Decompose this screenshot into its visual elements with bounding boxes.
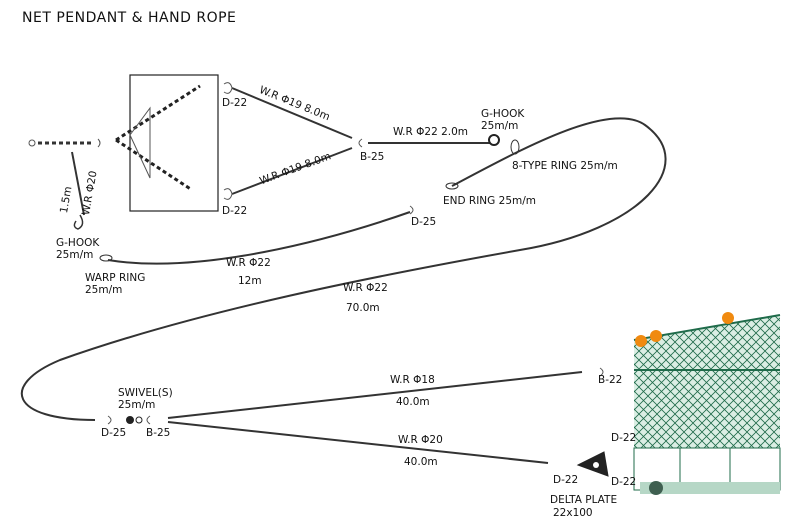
float-icon — [722, 312, 734, 324]
label-wr20-low: W.R Φ20 — [398, 434, 443, 446]
end-ring-icon — [445, 182, 459, 190]
d22-shackle-a-icon — [223, 82, 233, 94]
label-d25-mid: D-25 — [411, 216, 437, 228]
wr20-40m-rope — [167, 421, 549, 464]
label-b25-low: B-25 — [146, 427, 171, 439]
wr19-lower-rope — [231, 147, 353, 195]
g-hook-left-icon — [73, 214, 84, 230]
label-wr22-12-len: 12m — [238, 275, 262, 287]
wr22-12m-rope — [107, 211, 411, 265]
label-d25-low: D-25 — [101, 427, 127, 439]
label-delta-plate: DELTA PLATE — [550, 494, 618, 506]
g-hook-top-icon — [488, 134, 500, 146]
label-wr18-len: 40.0m — [396, 396, 430, 408]
b25-shackle-low-icon — [146, 415, 151, 425]
label-d22-plate: D-22 — [553, 474, 579, 486]
b25-shackle-top-icon — [358, 138, 363, 148]
left-chain — [28, 138, 101, 148]
label-d22-net1: D-22 — [611, 432, 637, 444]
net-graphic — [633, 314, 781, 495]
label-b22-net: B-22 — [598, 374, 623, 386]
label-wr22-70: W.R Φ22 — [343, 282, 388, 294]
d25-shackle-low-icon — [107, 415, 112, 425]
label-end-ring: END RING 25m/m — [443, 195, 536, 207]
d25-shackle-mid-icon — [409, 205, 414, 215]
label-swivel: SWIVEL(S) — [118, 387, 173, 399]
label-ghook-left: G-HOOK — [56, 237, 100, 249]
label-swivel-size: 25m/m — [118, 399, 156, 411]
wr18-40m-rope — [167, 371, 583, 419]
label-delta-plate-size: 22x100 — [553, 507, 593, 519]
wr19-upper-rope — [231, 87, 353, 139]
warp-ring-icon — [99, 254, 113, 262]
swivel-icon — [126, 416, 143, 424]
label-wr22-short: W.R Φ22 2.0m — [393, 126, 469, 138]
label-warp-ring-size: 25m/m — [85, 284, 123, 296]
label-b25-top: B-25 — [360, 151, 385, 163]
chain-box — [129, 74, 219, 212]
wr22-70m-rope — [20, 117, 667, 421]
b22-shackle-net-icon — [599, 367, 604, 377]
label-wr18: W.R Φ18 — [390, 374, 435, 386]
page-title: NET PENDANT & HAND ROPE — [22, 10, 237, 26]
float-icon — [635, 335, 647, 347]
label-wr20-low-len: 40.0m — [404, 456, 438, 468]
label-d22-net2: D-22 — [611, 476, 637, 488]
label-eight-ring: 8-TYPE RING 25m/m — [512, 160, 618, 172]
chain-lower — [115, 138, 193, 192]
label-d22-a: D-22 — [222, 97, 248, 109]
label-ghook-top-size: 25m/m — [481, 120, 519, 132]
label-d22-b: D-22 — [222, 205, 248, 217]
chain-lens — [129, 106, 151, 179]
wr20-short-rope — [71, 151, 85, 216]
delta-plate-icon — [576, 451, 609, 477]
label-ghook-top: G-HOOK — [481, 108, 525, 120]
label-wr22-70-len: 70.0m — [346, 302, 380, 314]
label-wr22-12: W.R Φ22 — [226, 257, 271, 269]
d22-shackle-b-icon — [223, 188, 233, 200]
chain-upper — [115, 84, 201, 142]
label-ghook-left-size: 25m/m — [56, 249, 94, 261]
float-icon — [650, 330, 662, 342]
label-warp-ring: WARP RING — [85, 272, 146, 284]
